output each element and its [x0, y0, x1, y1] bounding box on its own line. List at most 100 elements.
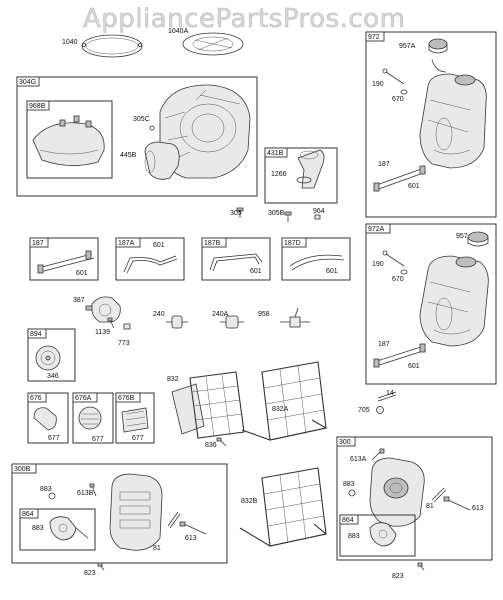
- group-431b-tag: [264, 147, 288, 158]
- part-240a-fuel-filter[interactable]: [220, 315, 244, 329]
- part-190a-fitting[interactable]: [382, 68, 405, 85]
- label-601a: 601: [408, 183, 420, 190]
- part-445b-tube[interactable]: [144, 141, 180, 180]
- group-676a-tag: [72, 392, 98, 403]
- part-670b-grommet[interactable]: [400, 269, 408, 275]
- part-613a-300-screw[interactable]: [371, 448, 385, 461]
- label-613b: 613: [472, 505, 484, 512]
- label-601d: 601: [250, 268, 262, 275]
- part-670a-grommet[interactable]: [400, 89, 408, 95]
- part-305b-screw[interactable]: [284, 211, 292, 222]
- label-613a-300: 613A: [350, 456, 367, 463]
- part-613b-300-screw[interactable]: [443, 496, 471, 511]
- part-964-clip[interactable]: [314, 214, 321, 220]
- part-823b-screw[interactable]: [417, 562, 425, 571]
- part-14-stud[interactable]: [377, 391, 397, 402]
- label-14: 14: [386, 390, 394, 397]
- watermark-text: AppliancePartsPros.com: [83, 4, 405, 34]
- part-836-screw[interactable]: [216, 437, 227, 447]
- group-431b-frame: [264, 147, 338, 204]
- part-81b-stud[interactable]: [431, 487, 447, 503]
- part-305c-screw[interactable]: [149, 125, 155, 131]
- part-705-nut[interactable]: [376, 406, 384, 414]
- label-883d: 883: [348, 533, 360, 540]
- group-300b-frame: [11, 463, 228, 564]
- part-300b-muffler[interactable]: [109, 473, 163, 551]
- group-187b-title: 187B: [204, 240, 221, 247]
- part-240-fuel-filter[interactable]: [166, 315, 188, 329]
- part-676b-deflector[interactable]: [121, 407, 149, 433]
- part-883c-gasket[interactable]: [348, 489, 356, 497]
- part-957-cap[interactable]: [467, 231, 489, 247]
- group-972-tag: [365, 31, 385, 42]
- label-240a: 240A: [212, 311, 229, 318]
- part-972-tank[interactable]: [419, 73, 487, 169]
- label-964: 964: [313, 208, 325, 215]
- part-300-muffler[interactable]: [369, 457, 425, 527]
- group-187a-title: 187A: [118, 240, 135, 247]
- group-304g-frame: [16, 76, 258, 197]
- part-187b-tank-fuel-line[interactable]: [373, 343, 427, 368]
- part-305-screw[interactable]: [236, 207, 244, 218]
- part-1040a-gasket[interactable]: [182, 32, 244, 56]
- label-601b: 601: [76, 270, 88, 277]
- group-676-tag: [27, 392, 47, 403]
- label-883c: 883: [343, 481, 355, 488]
- label-670b: 670: [392, 276, 404, 283]
- part-864b-exhaust-gasket[interactable]: [369, 522, 397, 547]
- label-832a: 832A: [272, 406, 289, 413]
- part-676a-deflector[interactable]: [78, 406, 102, 430]
- part-832a-muffler-guard[interactable]: [241, 361, 328, 441]
- part-431b-elbow[interactable]: [297, 149, 325, 189]
- group-972-title: 972: [368, 34, 380, 41]
- group-864a-tag: [19, 508, 39, 519]
- part-972a-tank[interactable]: [419, 255, 489, 347]
- label-240: 240: [153, 311, 165, 318]
- part-81a-stud[interactable]: [167, 511, 181, 529]
- group-431b-title: 431B: [267, 150, 284, 157]
- part-823a-screw[interactable]: [97, 562, 105, 571]
- part-773-clip[interactable]: [123, 323, 131, 330]
- label-81b: 81: [426, 503, 434, 510]
- part-958-shutoff-valve[interactable]: [280, 307, 310, 328]
- label-187b: 187: [378, 341, 390, 348]
- part-832-muffler-guard[interactable]: [171, 371, 245, 439]
- part-187b-fuel-line[interactable]: [209, 253, 263, 272]
- part-190b-fitting[interactable]: [382, 250, 405, 267]
- part-864a-exhaust-gasket[interactable]: [49, 516, 89, 541]
- part-883a-gasket[interactable]: [48, 492, 56, 500]
- label-445b: 445B: [120, 152, 137, 159]
- part-676-deflector[interactable]: [33, 407, 57, 431]
- part-894-pump-cover[interactable]: [35, 345, 61, 371]
- group-676-title: 676: [30, 395, 42, 402]
- part-957a-cap[interactable]: [428, 38, 448, 73]
- label-305b: 305B: [268, 210, 285, 217]
- part-187a-fuel-line[interactable]: [373, 165, 427, 192]
- group-187a-tag: [115, 237, 141, 248]
- label-677a: 677: [48, 435, 60, 442]
- part-1139-screw[interactable]: [107, 317, 115, 329]
- group-894-frame: [27, 328, 76, 382]
- part-1266-ring[interactable]: [296, 176, 312, 184]
- group-187d-tag: [281, 237, 307, 248]
- group-968b-title: 968B: [29, 103, 46, 110]
- part-613b-screw[interactable]: [89, 483, 97, 497]
- part-968b-cover[interactable]: [32, 115, 105, 166]
- part-613a-screw[interactable]: [179, 521, 207, 535]
- label-832b: 832B: [241, 498, 258, 505]
- group-972-frame: [365, 31, 497, 218]
- group-300b-title: 300B: [14, 466, 31, 473]
- part-187a-fuel-line[interactable]: [123, 255, 178, 274]
- part-187-fuel-line[interactable]: [37, 250, 95, 274]
- part-387-fuel-pump[interactable]: [85, 296, 121, 323]
- group-894-title: 894: [30, 331, 42, 338]
- group-187-title: 187: [32, 240, 44, 247]
- part-832b-muffler-guard[interactable]: [239, 467, 328, 547]
- label-190a: 190: [372, 81, 384, 88]
- label-190b: 190: [372, 261, 384, 268]
- group-864b-title: 864: [342, 517, 354, 524]
- part-187d-fuel-line[interactable]: [289, 254, 345, 271]
- group-187d-frame: [281, 237, 351, 281]
- part-1040-gasket[interactable]: [81, 34, 143, 58]
